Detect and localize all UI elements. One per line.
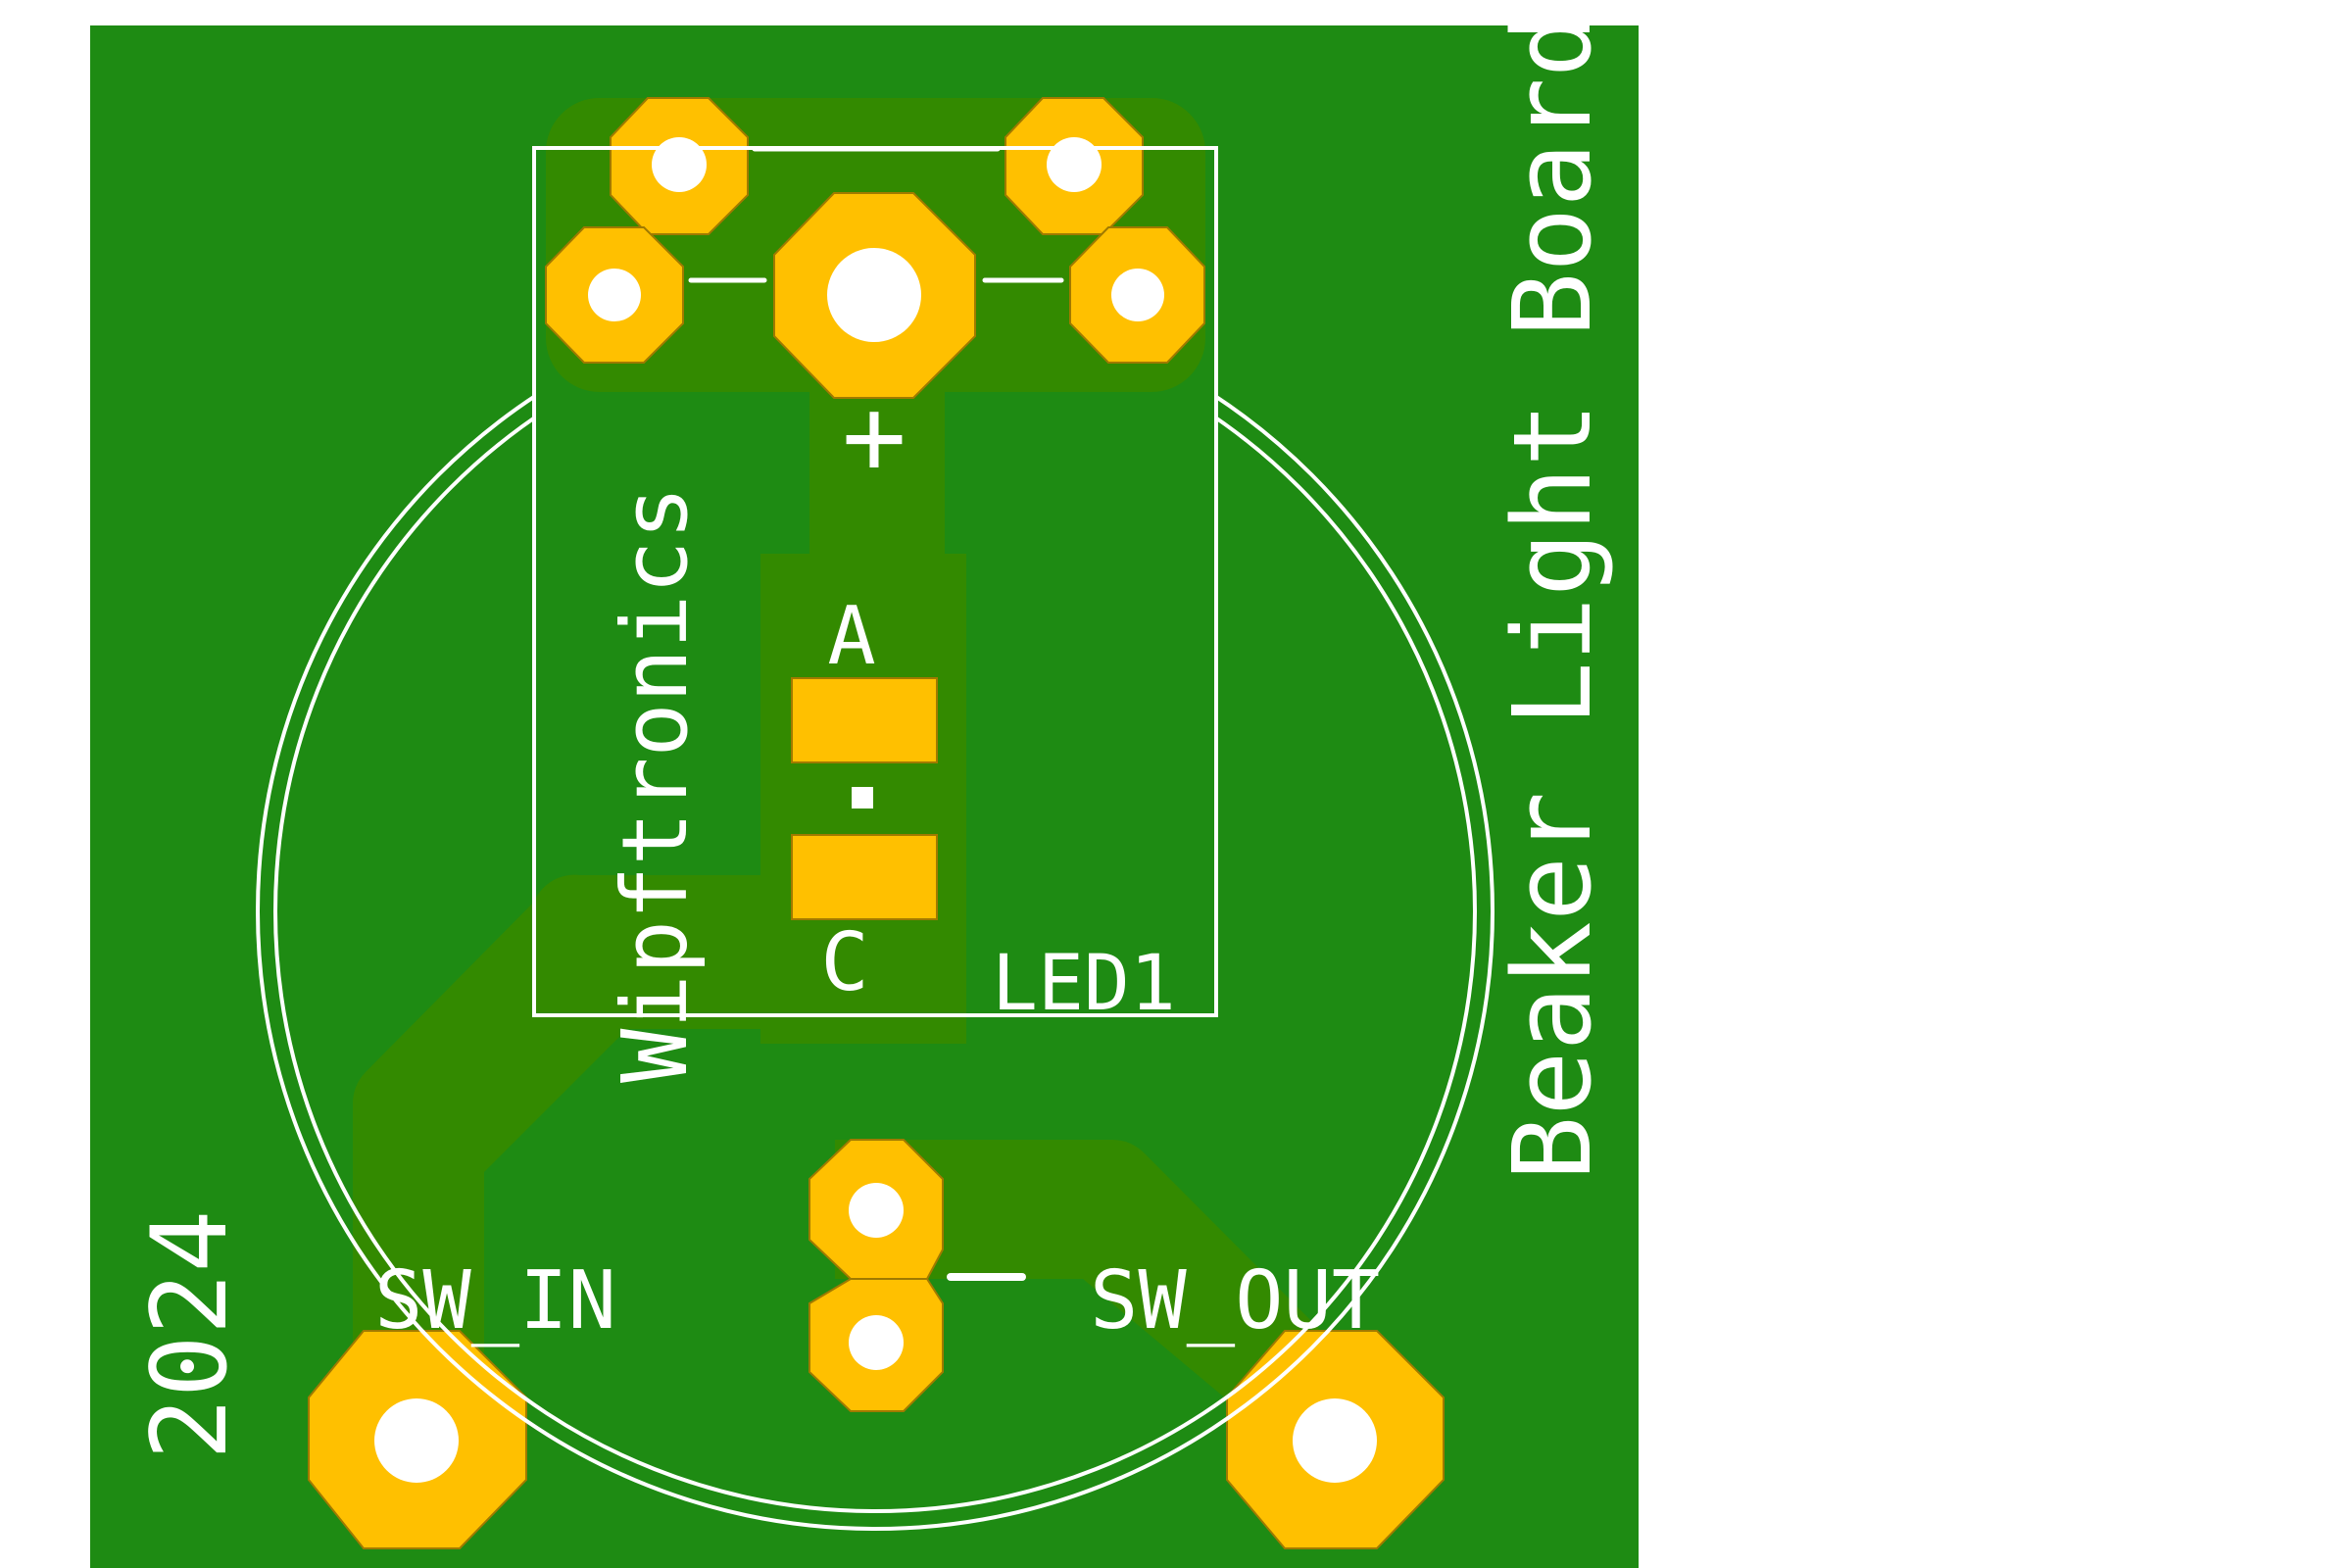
switch-out-label: SW_OUT (1090, 1254, 1380, 1348)
drill-top-left-inner (652, 137, 707, 192)
pad-led-cathode-inner (791, 834, 938, 920)
drill-sw-in (374, 1398, 459, 1483)
drill-mid-left-inner (588, 269, 641, 321)
drill-switch-2 (849, 1315, 904, 1370)
drill-center-plus-inner (827, 248, 921, 342)
component-ref-label: LED1 (992, 940, 1176, 1028)
copper-inside-footprint (532, 97, 1218, 1017)
year-label: 2024 (129, 1210, 250, 1460)
pad-led-anode-inner (791, 677, 938, 763)
drill-top-right-inner (1047, 137, 1102, 192)
cathode-label: C (820, 916, 868, 1009)
anode-label: A (827, 590, 875, 683)
drill-switch-1 (849, 1183, 904, 1238)
sw-in-copper-inner (534, 874, 760, 1015)
silkscreen-lines (688, 146, 1064, 1281)
switch-in-label: SW_IN (374, 1254, 616, 1348)
board-title: Beaker Light Board (1490, 13, 1615, 1181)
brand-label: Wipftronics (603, 486, 708, 1083)
drill-mid-right-inner (1111, 269, 1164, 321)
polarity-dot (852, 787, 873, 808)
sw-out-trace (835, 1139, 1357, 1431)
drill-sw-out (1293, 1398, 1377, 1483)
plus-label: + (842, 373, 906, 499)
plus-trace-inner (809, 387, 945, 559)
